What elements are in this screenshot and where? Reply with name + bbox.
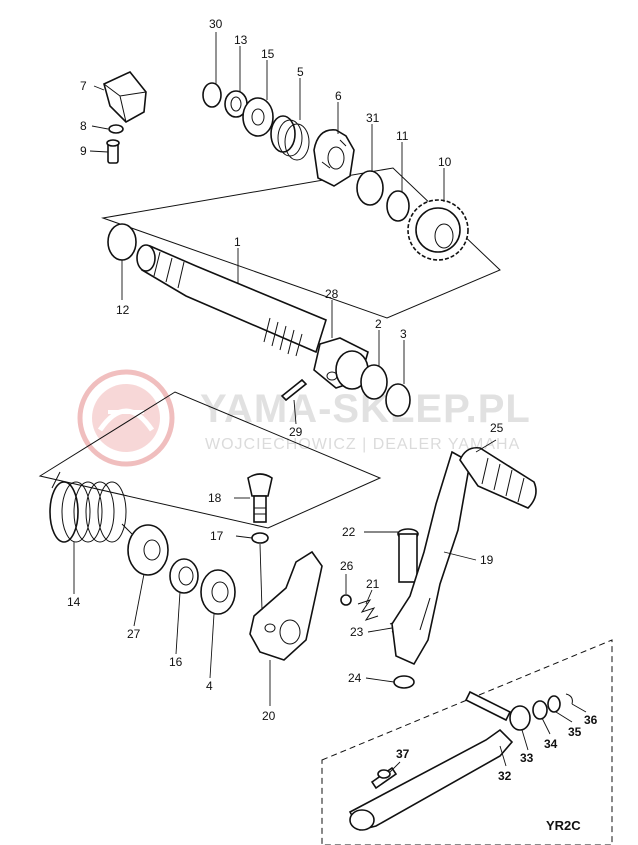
part-12-washer: [107, 223, 137, 261]
callout-36: 36: [584, 713, 598, 727]
part-32-kick-lever-yr2c: [348, 728, 514, 831]
callout-labels: 30 13 15 5 6 31 11 10 7 8 9 1 12 28 2 3 …: [67, 17, 598, 783]
callout-2: 2: [375, 317, 382, 331]
part-24-circlip: [393, 675, 415, 689]
callout-33: 33: [520, 751, 534, 765]
variant-label: YR2C: [546, 818, 581, 833]
callout-10: 10: [438, 155, 452, 169]
watermark-logo: [77, 369, 175, 467]
part-21-spring: [357, 599, 379, 621]
callout-9: 9: [80, 144, 87, 158]
watermark: YAMA-SKLEP.PL WOJCIECHOWICZ | DEALER YAM…: [77, 369, 530, 467]
callout-25: 25: [490, 421, 504, 435]
part-3-circlip: [385, 383, 411, 417]
callout-3: 3: [400, 327, 407, 341]
part-22-pivot-bolt: [397, 528, 419, 583]
part-5-spring: [270, 115, 310, 161]
callout-4: 4: [206, 679, 213, 693]
callout-37: 37: [396, 747, 410, 761]
part-1-kick-shaft: [136, 244, 327, 357]
callout-28: 28: [325, 287, 339, 301]
part-9-bolt: [106, 139, 120, 164]
callout-17: 17: [210, 529, 224, 543]
callout-15: 15: [261, 47, 275, 61]
part-31-circlip: [356, 170, 384, 206]
callout-7: 7: [80, 79, 87, 93]
callout-21: 21: [366, 577, 380, 591]
part-30-circlip: [202, 82, 222, 108]
part-7-bracket: [103, 71, 147, 123]
lever-assembly-outline: [38, 391, 382, 529]
part-36-circlip: [565, 693, 573, 705]
part-28-sleeve: [313, 337, 369, 390]
part-37-bolt: [370, 766, 398, 790]
callout-16: 16: [169, 655, 183, 669]
part-19-kick-lever: [391, 450, 471, 666]
callout-22: 22: [342, 525, 356, 539]
callout-11: 11: [396, 129, 409, 143]
part-11-circlip: [386, 190, 410, 222]
callout-34: 34: [544, 737, 558, 751]
callout-5: 5: [297, 65, 304, 79]
leader-lines: [73, 32, 587, 773]
callout-32: 32: [498, 769, 512, 783]
callout-13: 13: [234, 33, 248, 47]
callout-6: 6: [335, 89, 342, 103]
part-4-washer: [200, 569, 236, 615]
part-6-ratchet: [313, 129, 355, 187]
callout-19: 19: [480, 553, 494, 567]
part-18-bolt: [247, 473, 273, 523]
callout-20: 20: [262, 709, 276, 723]
part-20-kick-arm: [249, 550, 323, 661]
part-27-washer: [127, 524, 169, 576]
part-17-washer: [251, 532, 269, 544]
callout-1: 1: [234, 235, 241, 249]
callout-24: 24: [348, 671, 362, 685]
part-35-washer: [547, 695, 561, 713]
callout-31: 31: [366, 111, 380, 125]
callout-18: 18: [208, 491, 222, 505]
part-16-bushing: [169, 558, 199, 594]
callout-8: 8: [80, 119, 87, 133]
callout-14: 14: [67, 595, 81, 609]
part-26-ball: [340, 594, 352, 606]
part-29-pin: [280, 378, 308, 402]
part-14-spring: [49, 471, 133, 543]
callout-27: 27: [127, 627, 141, 641]
callout-26: 26: [340, 559, 354, 573]
part-25-grip: [459, 446, 537, 509]
part-33-lever-bolt: [464, 690, 531, 731]
callout-35: 35: [568, 725, 582, 739]
callout-30: 30: [209, 17, 223, 31]
part-34-spring: [532, 700, 548, 720]
callout-23: 23: [350, 625, 364, 639]
part-2-washer: [360, 364, 388, 400]
part-8-washer: [108, 124, 124, 134]
callout-12: 12: [116, 303, 130, 317]
shaft-assembly-outline: [101, 167, 501, 319]
callout-29: 29: [289, 425, 303, 439]
part-15-washer: [242, 97, 274, 137]
watermark-subtext: WOJCIECHOWICZ | DEALER YAMAHA: [205, 436, 520, 453]
part-10-gear: [407, 199, 469, 261]
